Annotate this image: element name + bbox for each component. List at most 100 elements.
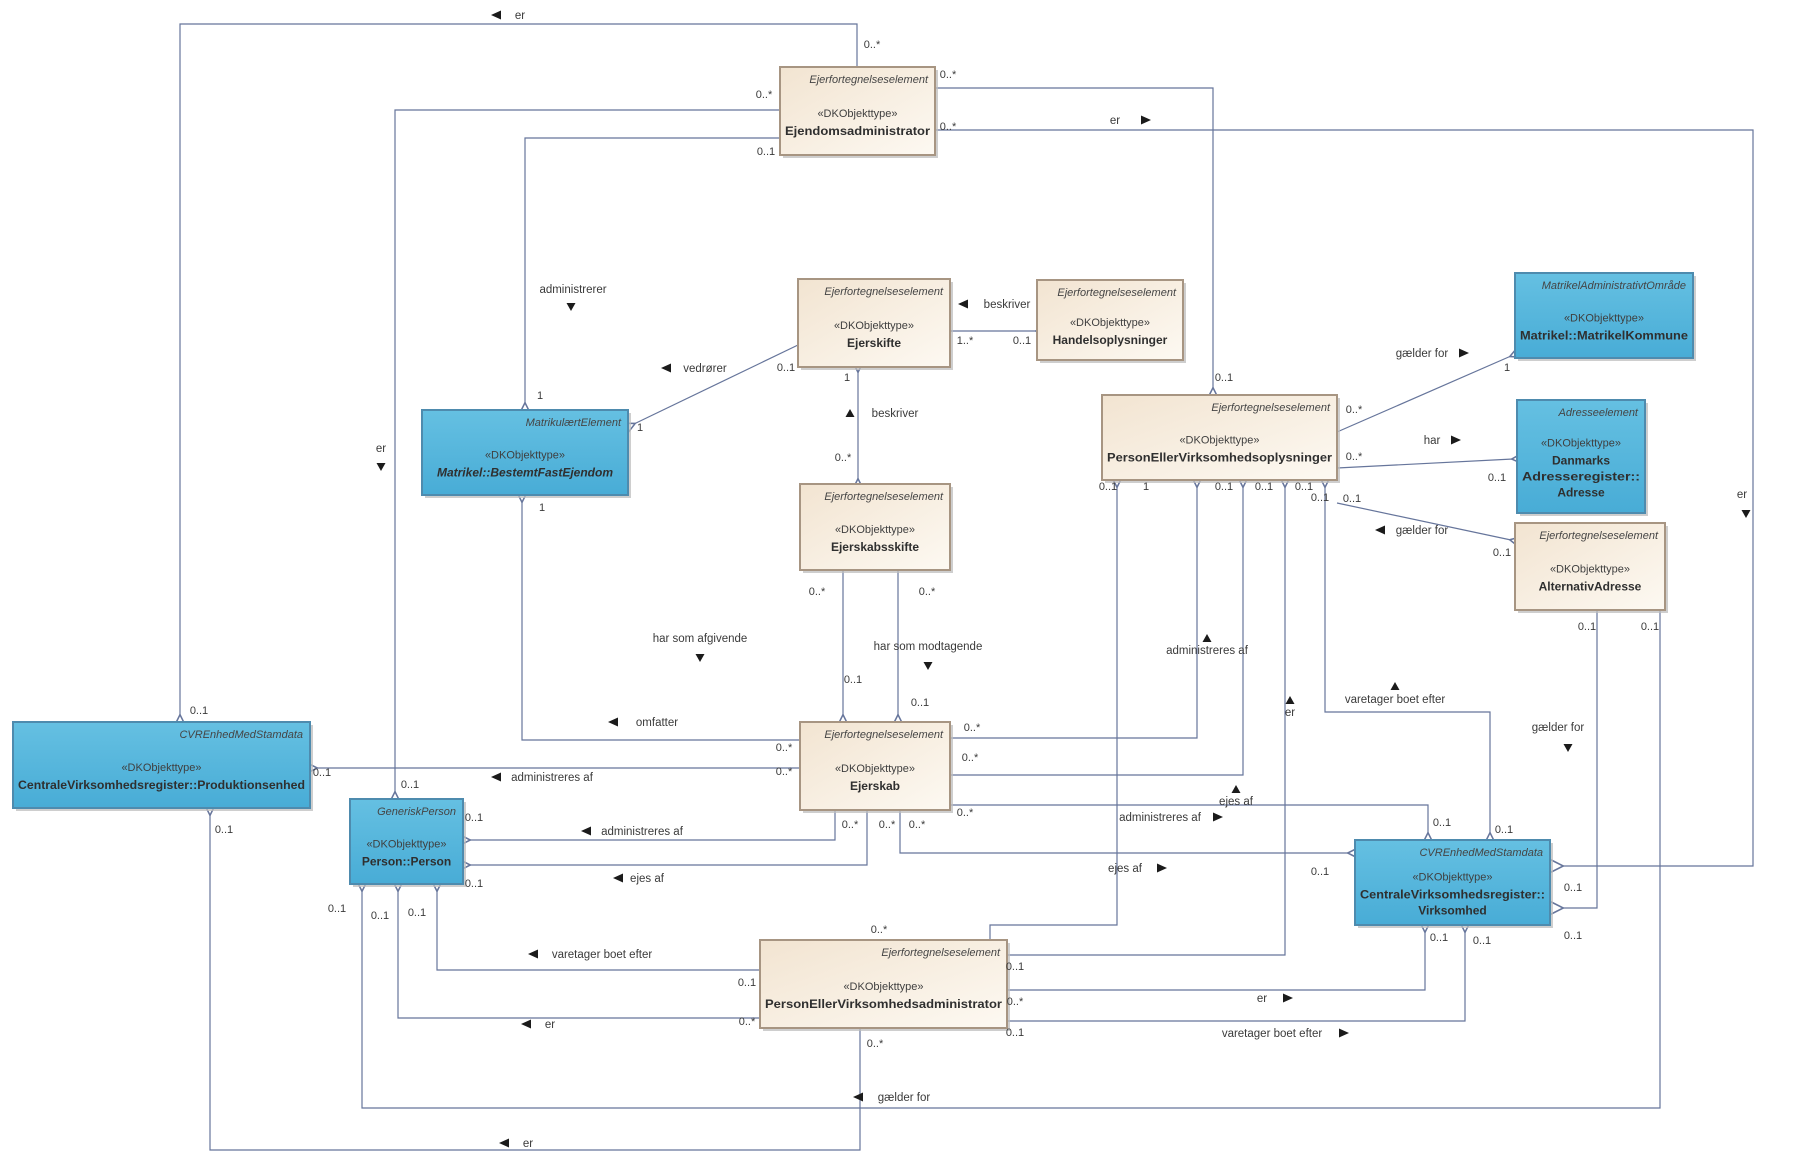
class-box-ejerskifte[interactable]: Ejerfortegnelseselement«DKObjekttype»Eje… — [797, 278, 953, 370]
multiplicity-label: 0..1 — [1311, 492, 1329, 504]
direction-arrow-icon — [608, 717, 618, 727]
association-er-ejendomsadm-oplysninger[interactable] — [935, 87, 1213, 389]
direction-arrow-icon — [1451, 435, 1461, 445]
class-box-handelsoplysninger[interactable]: Ejerfortegnelseselement«DKObjekttype»Han… — [1036, 279, 1186, 363]
association-gaelderfor-altadresse-person[interactable] — [362, 610, 1661, 1109]
multiplicity-label: 1 — [844, 372, 850, 384]
association-er-ejendomsadm-virksomhed[interactable] — [935, 129, 1754, 866]
multiplicity-label: 0..1 — [738, 977, 756, 989]
association-label: er — [515, 10, 525, 22]
direction-arrow-icon — [491, 772, 501, 782]
multiplicity-label: 0..1 — [465, 812, 483, 824]
association-label: ejes af — [1108, 863, 1143, 875]
multiplicity-label: 0..1 — [1433, 817, 1451, 829]
class-name-label: CentraleVirksomhedsregister:: — [1360, 888, 1545, 902]
association-varetagerboet-oplysninger-virksomhed[interactable] — [1325, 486, 1490, 834]
multiplicity-label: 0..1 — [371, 910, 389, 922]
class-box-personellervirksomhedsoplysninger[interactable]: Ejerfortegnelseselement«DKObjekttype»Per… — [1101, 394, 1340, 483]
class-box-ejerskab[interactable]: Ejerfortegnelseselement«DKObjekttype»Eje… — [799, 721, 953, 813]
direction-arrow-icon — [853, 1092, 863, 1102]
association-gaelderfor-altadresse-virksomhed[interactable] — [1562, 610, 1598, 908]
association-label: beskriver — [872, 408, 919, 420]
multiplicity-label: 0..* — [864, 39, 881, 51]
direction-arrow-icon — [1213, 812, 1223, 822]
association-admin-oplysninger-2[interactable] — [989, 486, 1117, 940]
multiplicity-label: 0..* — [964, 722, 981, 734]
multiplicity-label: 0..1 — [1295, 481, 1313, 493]
class-box-produktionsenhed[interactable]: CVREnhedMedStamdata«DKObjekttype»Central… — [12, 721, 313, 811]
association-er-ejendomsadm-person[interactable] — [395, 109, 780, 793]
multiplicity-label: 0..1 — [1641, 621, 1659, 633]
classifier-type-label: Ejerfortegnelseselement — [1539, 530, 1659, 542]
stereotype-label: «DKObjekttype» — [835, 763, 915, 775]
association-label: er — [1737, 489, 1747, 501]
stereotype-label: «DKObjekttype» — [485, 450, 565, 462]
multiplicity-label: 0..* — [1007, 996, 1024, 1008]
multiplicity-label: 0..1 — [1488, 472, 1506, 484]
class-box-person[interactable]: GeneriskPerson«DKObjekttype»Person::Pers… — [349, 798, 466, 887]
multiplicity-label: 0..* — [809, 586, 826, 598]
association-varetagerboet-admin-person[interactable] — [437, 890, 760, 971]
association-label: gælder for — [1396, 348, 1449, 360]
association-label: har som afgivende — [653, 633, 748, 645]
classifier-type-label: Ejerfortegnelseselement — [809, 74, 929, 86]
multiplicity-label: 0..1 — [1099, 481, 1117, 493]
association-administreresaf-ejerskab-oplysninger[interactable] — [950, 486, 1197, 739]
multiplicity-label: 0..1 — [1343, 493, 1361, 505]
association-ejesaf-ejerskab-oplysninger[interactable] — [950, 486, 1243, 776]
association-ejesaf-ejerskab-person[interactable] — [469, 810, 868, 865]
association-administreresaf-ejerskab-person[interactable] — [469, 810, 836, 840]
association-er-admin-oplysninger[interactable] — [1007, 486, 1285, 956]
multiplicity-label: 0..1 — [777, 362, 795, 374]
multiplicity-label: 0..1 — [1006, 1027, 1024, 1039]
multiplicity-label: 0..* — [962, 752, 979, 764]
class-box-personellervirksomhedsadministrator[interactable]: Ejerfortegnelseselement«DKObjekttype»Per… — [759, 939, 1010, 1031]
class-name-label: AlternativAdresse — [1539, 580, 1642, 594]
multiplicity-label: 0..1 — [465, 878, 483, 890]
association-label: er — [1285, 707, 1295, 719]
association-vedroerer-ejerskifte-ejendom[interactable] — [634, 344, 799, 424]
class-box-adresse[interactable]: Adresseelement«DKObjekttype»DanmarksAdre… — [1516, 399, 1648, 516]
classifier-type-label: Ejerfortegnelseselement — [1057, 287, 1177, 299]
association-har-oplysninger-adresse[interactable] — [1336, 459, 1513, 469]
multiplicity-label: 1 — [637, 422, 643, 434]
multiplicity-label: 0..* — [1346, 451, 1363, 463]
multiplicity-label: 0..1 — [1013, 335, 1031, 347]
multiplicity-label: 1 — [1504, 362, 1510, 374]
classifier-type-label: MatrikelAdministrativtOmråde — [1542, 280, 1686, 292]
direction-arrow-icon — [695, 654, 705, 662]
multiplicity-label: 0..* — [776, 742, 793, 754]
association-er-ejendomsadm-produktionsenhed[interactable] — [180, 23, 858, 716]
multiplicity-label: 0..1 — [328, 903, 346, 915]
multiplicity-label: 0..* — [1346, 404, 1363, 416]
association-administrerer-ejendomsadm-ejendom[interactable] — [525, 137, 780, 404]
stereotype-label: «DKObjekttype» — [835, 524, 915, 536]
class-box-bestemtfastejendom[interactable]: MatrikulærtElement«DKObjekttype»Matrikel… — [421, 409, 631, 498]
association-ejesaf-ejerskab-virksomhed[interactable] — [899, 810, 1349, 853]
classifier-type-label: Ejerfortegnelseselement — [1211, 402, 1331, 414]
association-label: vedrører — [683, 363, 727, 375]
association-er-admin-virksomhed[interactable] — [1007, 931, 1425, 991]
association-label: er — [545, 1019, 555, 1031]
class-box-virksomhed[interactable]: CVREnhedMedStamdata«DKObjekttype»Central… — [1354, 839, 1553, 928]
direction-arrow-icon — [521, 1019, 531, 1029]
multiplicity-label: 1 — [539, 502, 545, 514]
class-box-ejendomsadministrator[interactable]: Ejerfortegnelseselement«DKObjekttype»Eje… — [779, 66, 938, 158]
association-label: har — [1424, 435, 1441, 447]
class-name-label: Adresseregister:: — [1522, 470, 1640, 484]
association-varetagerboet-admin-virksomhed[interactable] — [1007, 931, 1465, 1022]
stereotype-label: «DKObjekttype» — [366, 839, 446, 851]
association-gaelderfor-oplysninger-matrikelkommune[interactable] — [1336, 356, 1511, 433]
association-er-admin-person[interactable] — [398, 890, 760, 1019]
association-omfatter-ejerskab-ejendom[interactable] — [522, 501, 800, 741]
association-label: er — [376, 443, 386, 455]
multiplicity-label: 0..* — [940, 121, 957, 133]
class-box-matrikelkommune[interactable]: MatrikelAdministrativtOmråde«DKObjekttyp… — [1514, 272, 1696, 361]
stereotype-label: «DKObjekttype» — [817, 108, 897, 120]
class-box-alternativadresse[interactable]: Ejerfortegnelseselement«DKObjekttype»Alt… — [1514, 522, 1668, 613]
class-box-ejerskabsskifte[interactable]: Ejerfortegnelseselement«DKObjekttype»Eje… — [799, 483, 953, 573]
association-gaelderfor-oplysninger-altadresse[interactable] — [1336, 502, 1511, 540]
association-er-admin-produktionsenhed[interactable] — [210, 814, 861, 1151]
association-label: administreres af — [1166, 645, 1249, 657]
